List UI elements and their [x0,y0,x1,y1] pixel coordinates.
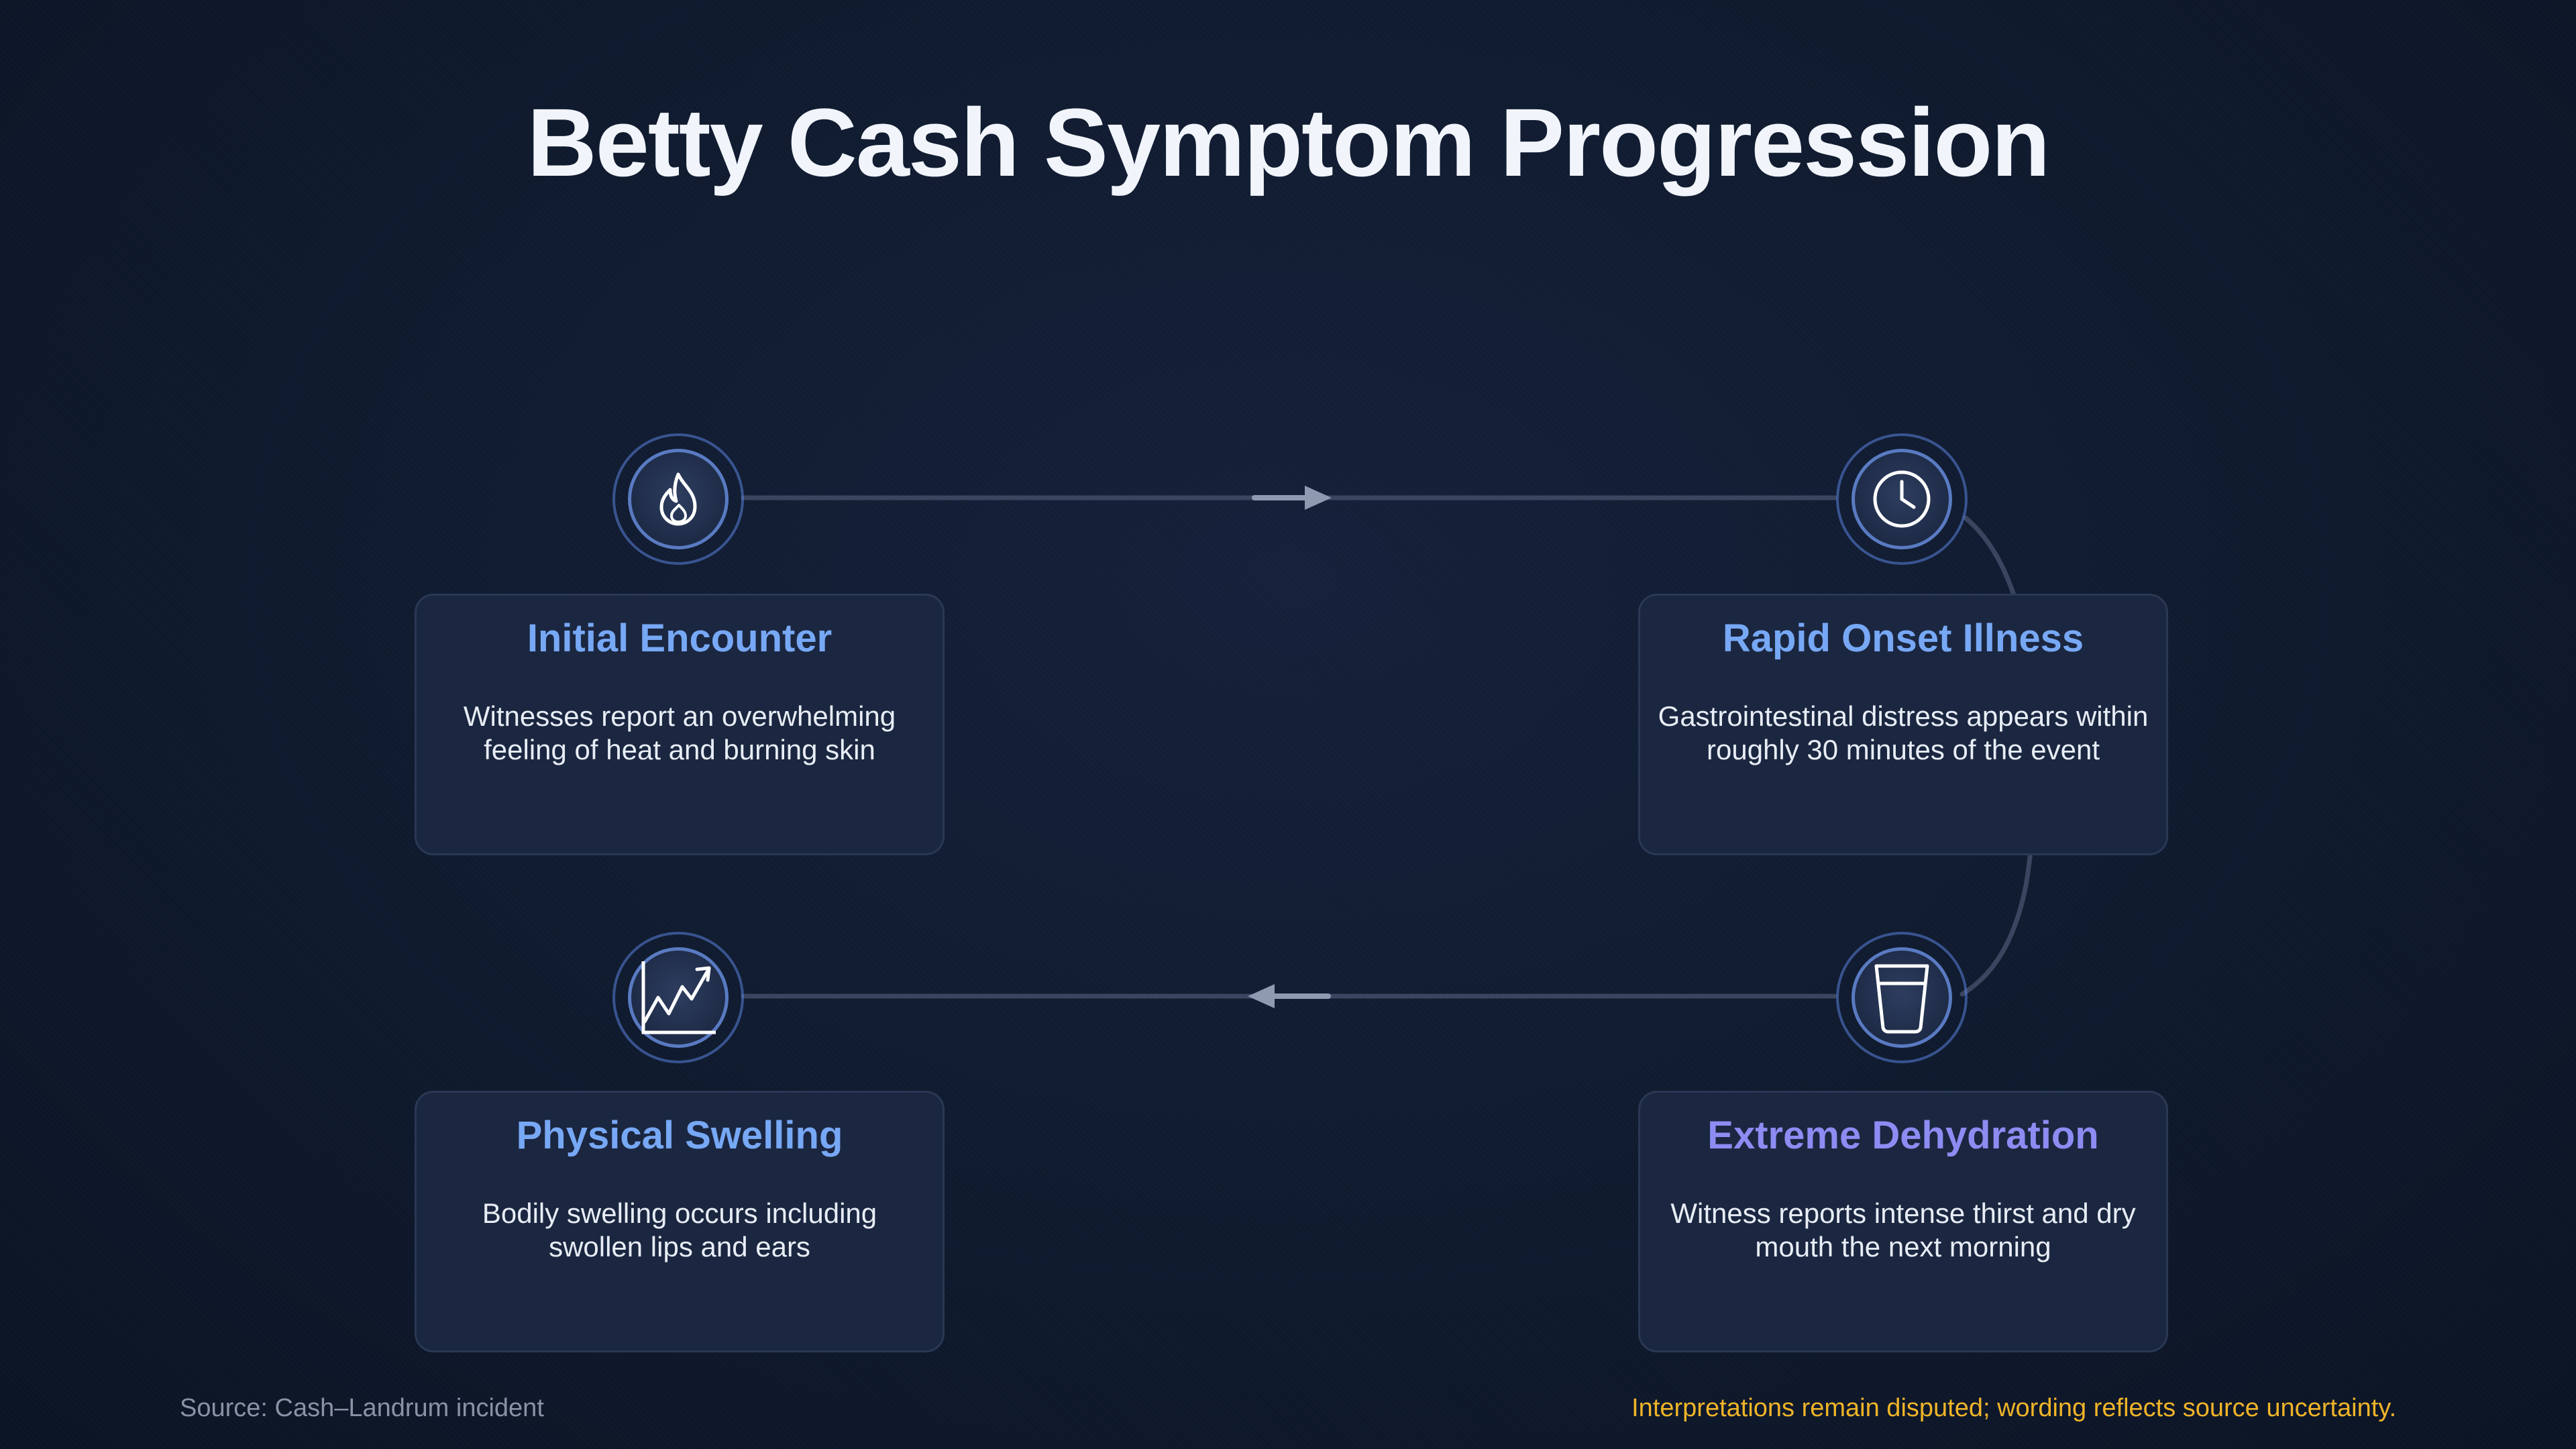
step-initial-encounter-node [612,433,744,565]
card-description: Gastrointestinal distress appears within… [1658,700,2149,765]
step-physical-swelling-node [612,932,744,1063]
card-physical-swelling: Physical Swelling Bodily swelling occurs… [415,1091,945,1352]
flame-icon [659,472,697,526]
card-heading: Rapid Onset Illness [1722,616,2084,660]
page-title: Betty Cash Symptom Progression [527,89,2051,197]
clock-icon [1873,470,1931,528]
card-initial-encounter: Initial Encounter Witnesses report an ov… [415,594,945,855]
water-glass-icon [1874,964,1929,1034]
disclaimer-note: Interpretations remain disputed; wording… [1631,1394,2396,1422]
trend-chart-icon [641,961,716,1034]
card-description: Bodily swelling occurs including swollen… [482,1197,877,1263]
card-rapid-onset-illness: Rapid Onset Illness Gastrointestinal dis… [1638,594,2168,855]
card-description: Witnesses report an overwhelming feeling… [463,700,896,765]
card-heading: Physical Swelling [516,1114,843,1157]
card-extreme-dehydration: Extreme Dehydration Witness reports inte… [1638,1091,2168,1352]
card-heading: Extreme Dehydration [1707,1114,2099,1157]
step-rapid-onset-node [1836,433,1968,565]
arrow-right-icon [1252,486,1332,510]
source-note: Source: Cash–Landrum incident [180,1394,544,1422]
card-description: Witness reports intense thirst and dry m… [1670,1197,2136,1263]
step-extreme-dehydration-node [1836,932,1968,1063]
arrow-left-icon [1248,984,1331,1008]
card-heading: Initial Encounter [527,616,833,660]
